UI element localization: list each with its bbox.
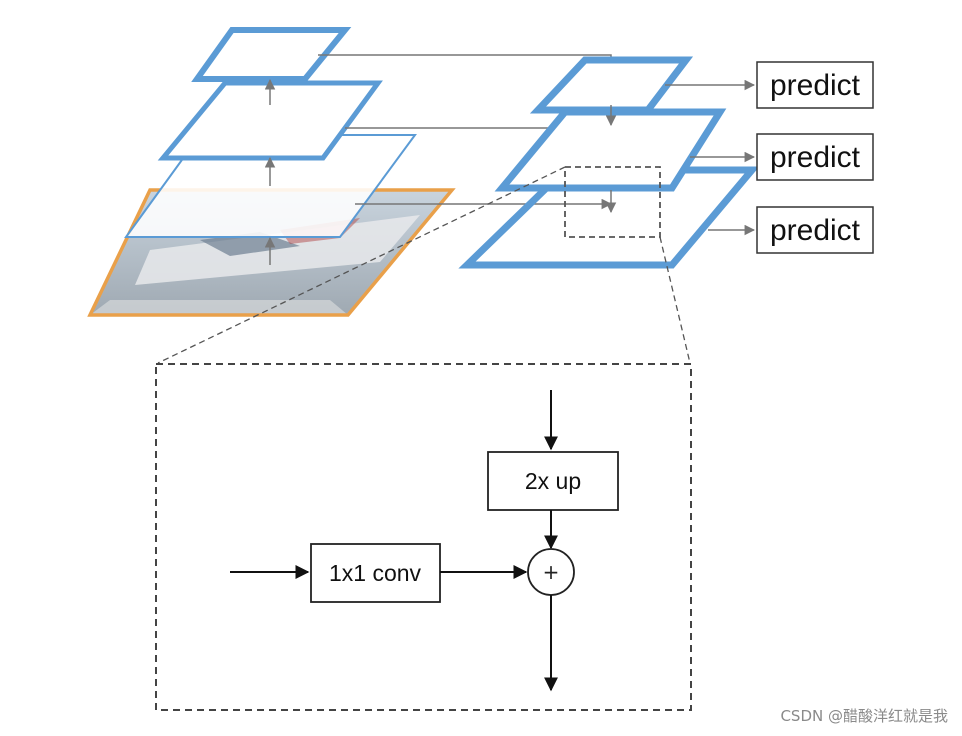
add-symbol: + bbox=[543, 560, 560, 584]
feature-map-level-2 bbox=[157, 80, 383, 161]
lateral-conv-label: 1x1 conv bbox=[329, 560, 422, 586]
predict-box bbox=[756, 206, 874, 254]
predict-box bbox=[756, 133, 874, 181]
upsample-box bbox=[487, 451, 619, 511]
zoom-region-box bbox=[564, 166, 661, 238]
zoom-guide-right bbox=[659, 236, 691, 364]
feature-map-level-3 bbox=[191, 27, 352, 82]
upsample-label: 2x up bbox=[525, 468, 581, 494]
watermark-text: CSDN @醋酸洋红就是我 bbox=[780, 707, 948, 725]
predict-label: predict bbox=[770, 69, 861, 102]
merge-block-frame bbox=[155, 363, 692, 711]
merged-map-small bbox=[529, 56, 694, 114]
merged-map-medium bbox=[494, 108, 727, 192]
predict-box bbox=[756, 61, 874, 109]
predict-label: predict bbox=[770, 141, 861, 174]
merged-map-large bbox=[458, 166, 760, 269]
predict-label: predict bbox=[770, 214, 861, 247]
zoom-guide-left bbox=[157, 166, 566, 364]
